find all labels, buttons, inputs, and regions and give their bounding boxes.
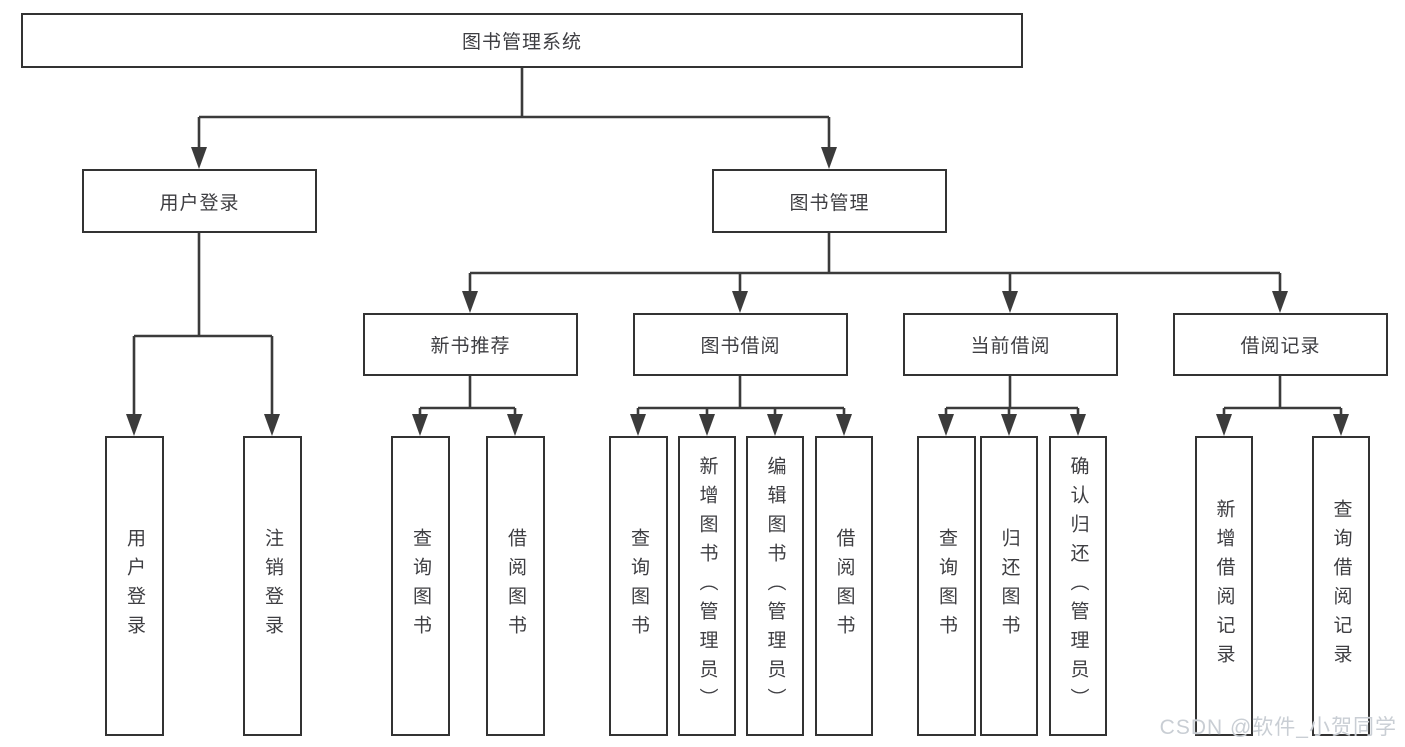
leaf-user-login: 用户登录	[105, 436, 164, 736]
leaf-label: 注销登录	[262, 528, 283, 644]
leaf-query-borrow-record: 查询借阅记录	[1312, 436, 1370, 736]
leaf-logout: 注销登录	[243, 436, 302, 736]
leaf-edit-books-admin: 编辑图书（管理员）	[746, 436, 804, 736]
connector-current-borrow-children	[938, 376, 1086, 436]
connector-new-book-recommend-children	[412, 376, 523, 436]
leaf-label: 新增借阅记录	[1213, 499, 1235, 673]
connector-book-management-children	[462, 233, 1288, 313]
connector-user-login-children	[126, 233, 280, 436]
leaf-label: 确认归还（管理员）	[1067, 455, 1089, 717]
leaf-label: 查询图书	[936, 528, 957, 644]
leaf-label: 查询图书	[628, 528, 649, 644]
connector-book-borrow-children	[630, 376, 852, 436]
leaf-query-books-borrow: 查询图书	[609, 436, 668, 736]
leaf-label: 查询借阅记录	[1330, 499, 1352, 673]
connector-root-to-level2	[191, 68, 837, 169]
leaf-borrow-books-recommend: 借阅图书	[486, 436, 545, 736]
leaf-borrow-books: 借阅图书	[815, 436, 873, 736]
leaf-label: 借阅图书	[833, 528, 855, 644]
node-user-login: 用户登录	[82, 169, 317, 233]
node-current-borrow: 当前借阅	[903, 313, 1118, 376]
node-book-borrow: 图书借阅	[633, 313, 848, 376]
leaf-add-books-admin: 新增图书（管理员）	[678, 436, 736, 736]
leaf-query-books-current: 查询图书	[917, 436, 976, 736]
leaf-label: 借阅图书	[505, 528, 526, 644]
node-borrow-records: 借阅记录	[1173, 313, 1388, 376]
leaf-label: 用户登录	[124, 528, 145, 644]
node-root: 图书管理系统	[21, 13, 1023, 68]
leaf-label: 新增图书（管理员）	[696, 455, 718, 717]
leaf-label: 归还图书	[998, 528, 1020, 644]
leaf-label: 查询图书	[410, 528, 431, 644]
leaf-label: 编辑图书（管理员）	[764, 455, 786, 717]
node-book-management: 图书管理	[712, 169, 947, 233]
connector-borrow-records-children	[1216, 376, 1349, 436]
leaf-confirm-return-admin: 确认归还（管理员）	[1049, 436, 1107, 736]
leaf-add-borrow-record: 新增借阅记录	[1195, 436, 1253, 736]
leaf-query-books-recommend: 查询图书	[391, 436, 450, 736]
node-new-book-recommend: 新书推荐	[363, 313, 578, 376]
leaf-return-books: 归还图书	[980, 436, 1038, 736]
